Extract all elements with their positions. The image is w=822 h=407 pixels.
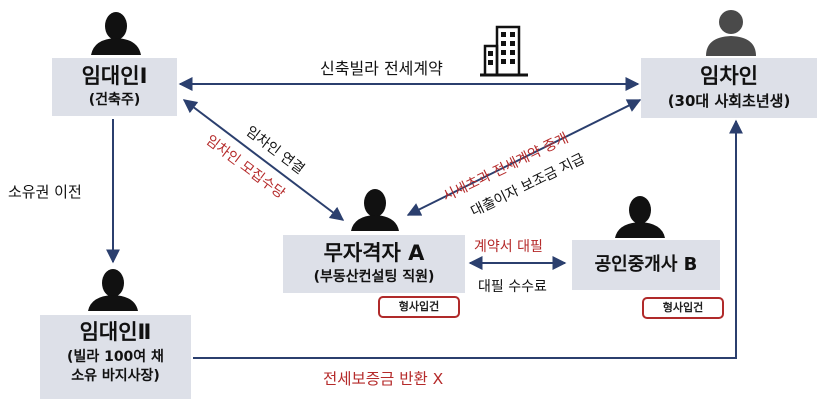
label-proxy-contract: 계약서 대필 <box>474 239 543 255</box>
building-icon <box>480 25 528 77</box>
broker-b-title: 공인중개사 B <box>594 254 698 275</box>
person-icon <box>351 189 399 231</box>
tenant-title: 임차인 <box>700 64 758 88</box>
lessor2-subtitle-line2: 소유 바지사장) <box>71 368 160 384</box>
arrow-a-to-lessor1 <box>182 99 345 221</box>
label-lease-contract: 신축빌라 전세계약 <box>320 59 443 78</box>
node-broker-b: 공인중개사 B <box>572 240 720 290</box>
building-windows <box>488 32 515 65</box>
person-icon <box>615 196 665 238</box>
node-tenant: 임차인 (30대 사회초년생) <box>641 58 817 118</box>
label-deposit-not-returned: 전세보증금 반환 X <box>323 370 444 388</box>
label-ownership-transfer: 소유권 이전 <box>8 183 82 201</box>
lessor2-subtitle-line1: (빌라 100여 채 <box>67 349 164 365</box>
node-lessor1: 임대인Ⅰ (건축주) <box>52 58 177 116</box>
label-proxy-fee: 대필 수수료 <box>478 279 547 295</box>
node-fraud-a: 무자격자 A (부동산컨설팅 직원) <box>283 235 465 293</box>
lessor1-subtitle: (건축주) <box>88 92 141 108</box>
lessor2-title: 임대인Ⅱ <box>79 320 152 344</box>
lessor1-title: 임대인Ⅰ <box>81 64 148 88</box>
node-lessor2: 임대인Ⅱ (빌라 100여 채 소유 바지사장) <box>40 315 191 399</box>
fraud-a-subtitle: (부동산컨설팅 직원) <box>313 269 435 285</box>
broker-b-badge: 형사입건 <box>642 297 724 319</box>
person-icon <box>91 12 141 55</box>
person-icon <box>88 269 138 311</box>
fraud-a-title: 무자격자 A <box>323 241 425 265</box>
person-icon <box>706 10 756 56</box>
arrow-a-to-tenant <box>406 99 642 216</box>
tenant-subtitle: (30대 사회초년생) <box>667 92 791 110</box>
fraud-a-badge: 형사입건 <box>378 296 460 318</box>
arrow-lessor2-to-tenant <box>193 119 743 359</box>
